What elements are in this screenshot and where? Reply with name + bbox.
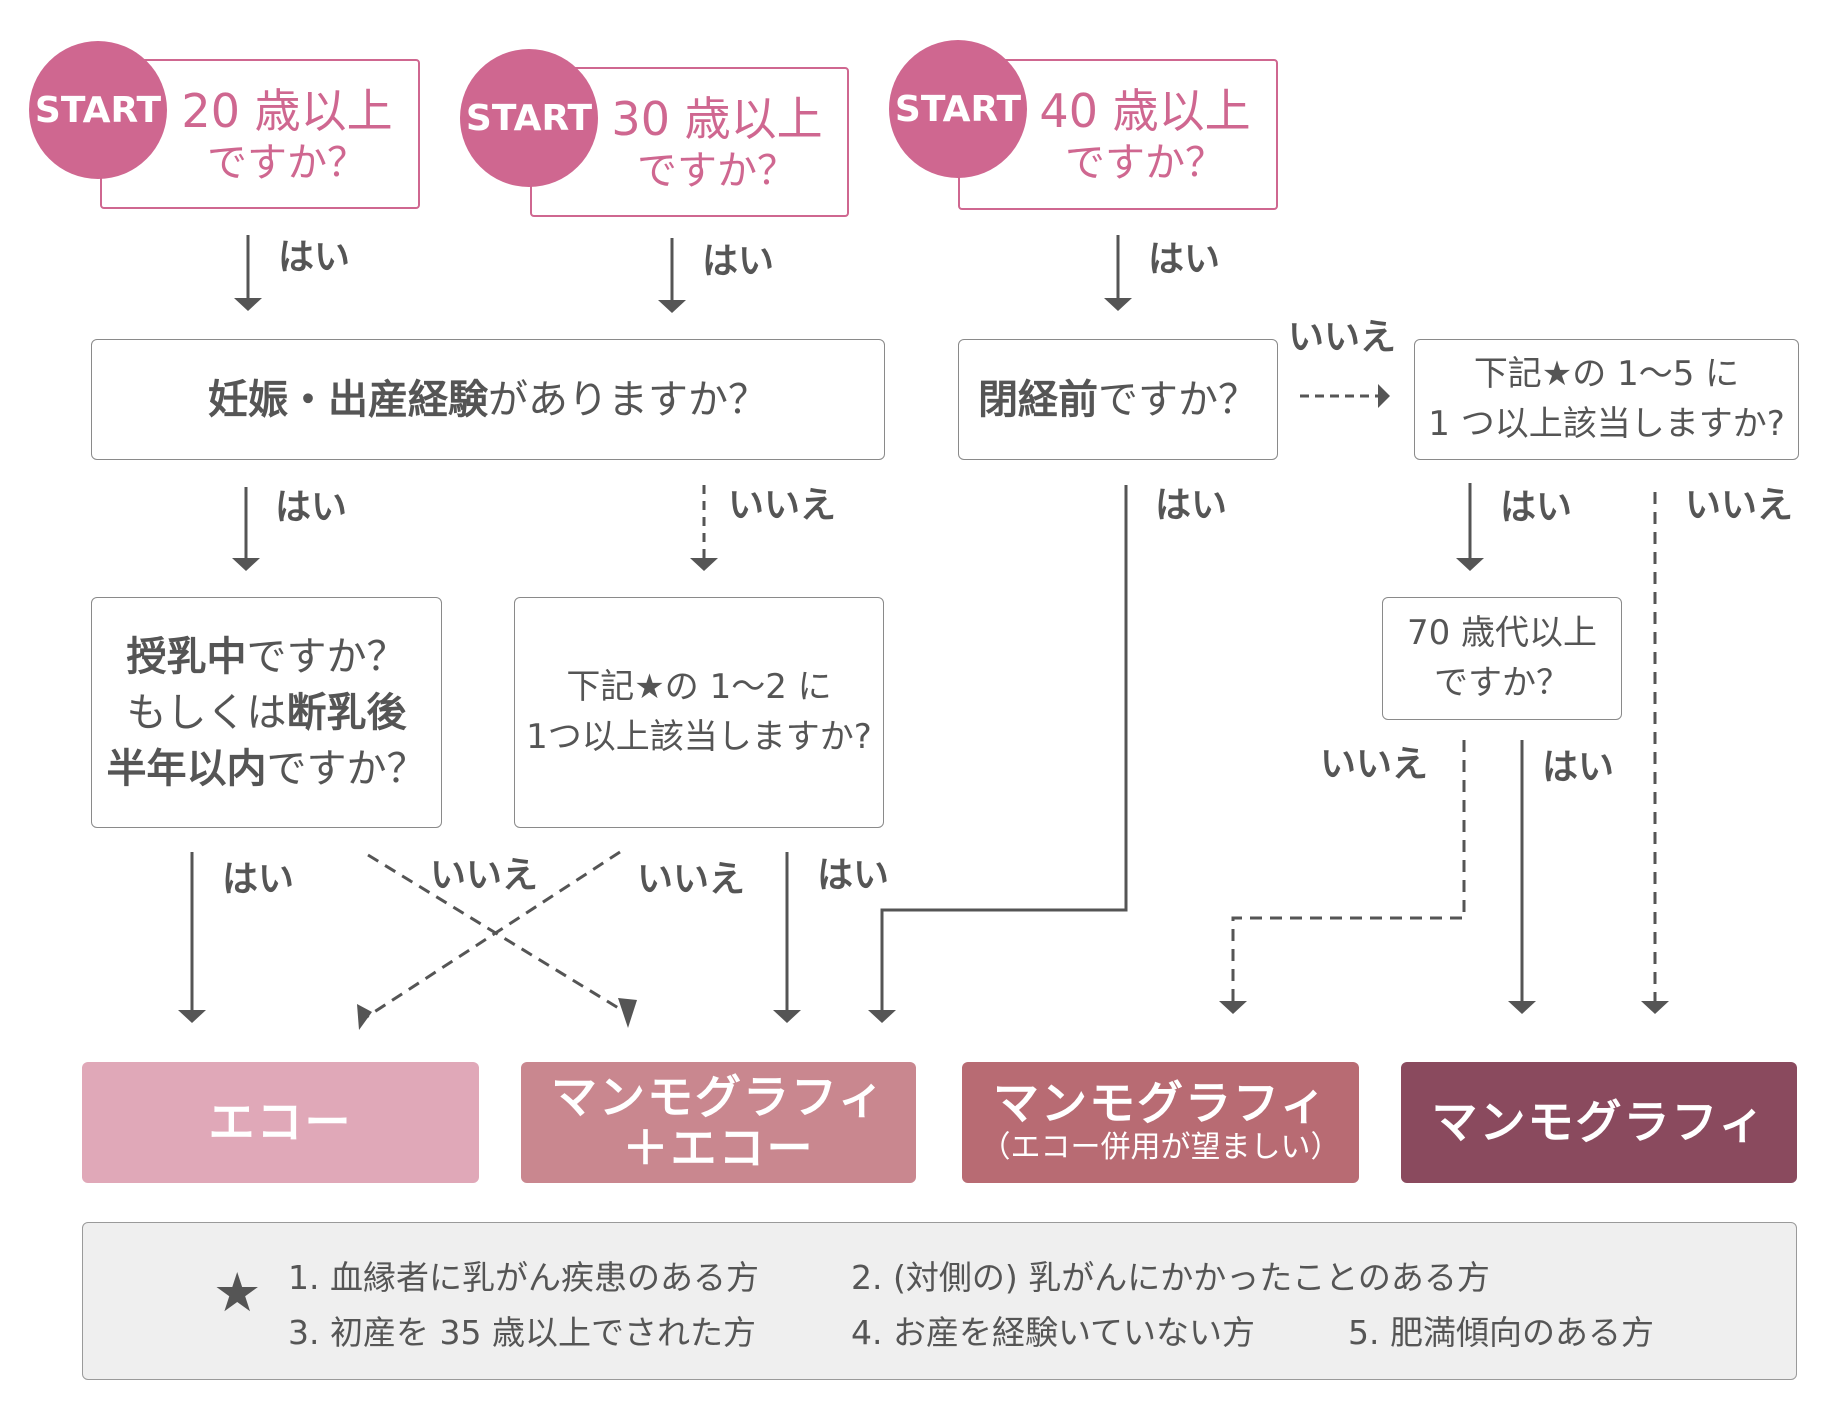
question-star-1-5-line1: 下記★の 1〜5 に [1473,354,1740,395]
result-mammo-echo-preferred-sub: （エコー併用が望ましい） [980,1130,1341,1166]
legend-item-5: 5. 肥満傾向のある方 [1348,1313,1654,1352]
start-40-line2: ですか？ [1065,140,1225,187]
arrowhead [1378,384,1390,408]
result-echo-label: エコー [208,1095,353,1150]
arrowhead [658,300,686,313]
label-yes-menopause: はい [1155,485,1228,526]
start-badge-30: START [460,49,598,187]
label-no-lactation: いいえ [430,855,539,896]
question-age70-line1: 70 歳代以上 [1406,613,1598,654]
question-age70-line2: ですか？ [1434,662,1570,703]
label-yes-age70: はい [1542,747,1615,788]
question-lactation: 授乳中ですか？ もしくは断乳後 半年以内ですか？ [91,597,442,828]
question-pregnancy-normal: がありますか？ [488,376,768,423]
label-no-star15: いいえ [1685,485,1794,526]
question-menopause-normal: ですか？ [1098,376,1258,423]
legend-box: ★ 1. 血縁者に乳がん疾患のある方 2. (対側の) 乳がんにかかったことのあ… [82,1222,1797,1380]
arrowhead [773,1010,801,1023]
label-yes-star12: はい [817,855,890,896]
arrowhead [618,998,637,1028]
result-mammo-echo: マンモグラフィ ＋エコー [521,1062,916,1183]
question-menopause: 閉経前ですか？ [958,339,1278,460]
question-star-1-2-line2: 1つ以上該当しますか? [526,716,872,757]
question-star-1-2-line1: 下記★の 1〜2 に [566,667,832,708]
start-40-line1: 40 歳以上 [1039,84,1251,138]
question-menopause-bold: 閉経前 [978,376,1098,423]
lactation-l2-normal: もしくは [126,689,287,736]
label-yes-pregnancy: はい [275,487,348,528]
result-mammo-echo-sub: ＋エコー [622,1120,815,1175]
question-star-1-5: 下記★の 1〜5 に 1 つ以上該当しますか? [1414,339,1799,460]
label-no-age70: いいえ [1320,744,1429,785]
label-yes-start20: はい [278,237,351,278]
arrowhead [234,298,262,311]
result-mammo-echo-preferred: マンモグラフィ （エコー併用が望ましい） [962,1062,1359,1183]
legend-item-3: 3. 初産を 35 歳以上でされた方 [288,1313,756,1352]
arrowhead [1456,558,1484,571]
label-yes-lactation: はい [222,859,295,900]
arrowhead [868,1010,896,1023]
arrow-menopause-yes [880,485,1128,1012]
arrow-star12-no [364,850,621,1020]
start-badge-40: START [889,40,1027,178]
question-pregnancy: 妊娠・出産経験がありますか？ [91,339,885,460]
start-badge-20: START [29,41,167,179]
start-30-line2: ですか？ [637,148,797,195]
star-icon: ★ [213,1261,262,1324]
result-mammo-label: マンモグラフィ [1431,1095,1767,1150]
label-yes-start40: はい [1148,239,1221,280]
start-20-line1: 20 歳以上 [181,84,393,138]
arrowhead [357,1004,372,1030]
start-box-40: 40 歳以上 ですか？ [958,59,1278,210]
question-pregnancy-bold: 妊娠・出産経験 [208,376,488,423]
label-no-star12: いいえ [637,859,746,900]
arrow-age70-no [1231,740,1466,1003]
start-30-line1: 30 歳以上 [611,92,823,146]
question-star-1-2: 下記★の 1〜2 に 1つ以上該当しますか? [514,597,884,828]
lactation-l3-normal: ですか？ [266,745,427,792]
lactation-l2-bold: 断乳後 [286,689,407,736]
arrowhead [1219,1001,1247,1014]
result-mammo-echo-label: マンモグラフィ [550,1069,887,1124]
label-no-menopause: いいえ [1288,317,1397,358]
arrowhead [232,558,260,571]
result-mammo: マンモグラフィ [1401,1062,1797,1183]
label-yes-star15: はい [1500,487,1573,528]
result-echo: エコー [82,1062,479,1183]
arrowhead [690,558,718,571]
legend-item-2: 2. (対側の) 乳がんにかかったことのある方 [851,1258,1490,1297]
lactation-l1-normal: ですか？ [246,633,407,680]
start-20-line2: ですか？ [207,140,367,187]
lactation-l3-bold: 半年以内 [106,745,267,792]
legend-item-4: 4. お産を経験いていない方 [851,1313,1255,1352]
question-star-1-5-line2: 1 つ以上該当しますか? [1428,403,1785,444]
arrowhead [1104,298,1132,311]
label-no-pregnancy: いいえ [728,485,837,526]
result-mammo-echo-preferred-label: マンモグラフィ [992,1075,1329,1130]
arrowhead [1508,1001,1536,1014]
question-age70: 70 歳代以上 ですか？ [1382,597,1622,720]
arrowhead [178,1010,206,1023]
lactation-l1-bold: 授乳中 [126,633,247,680]
legend-item-1: 1. 血縁者に乳がん疾患のある方 [288,1258,759,1297]
label-yes-start30: はい [702,241,775,282]
arrowhead [1641,1001,1669,1014]
